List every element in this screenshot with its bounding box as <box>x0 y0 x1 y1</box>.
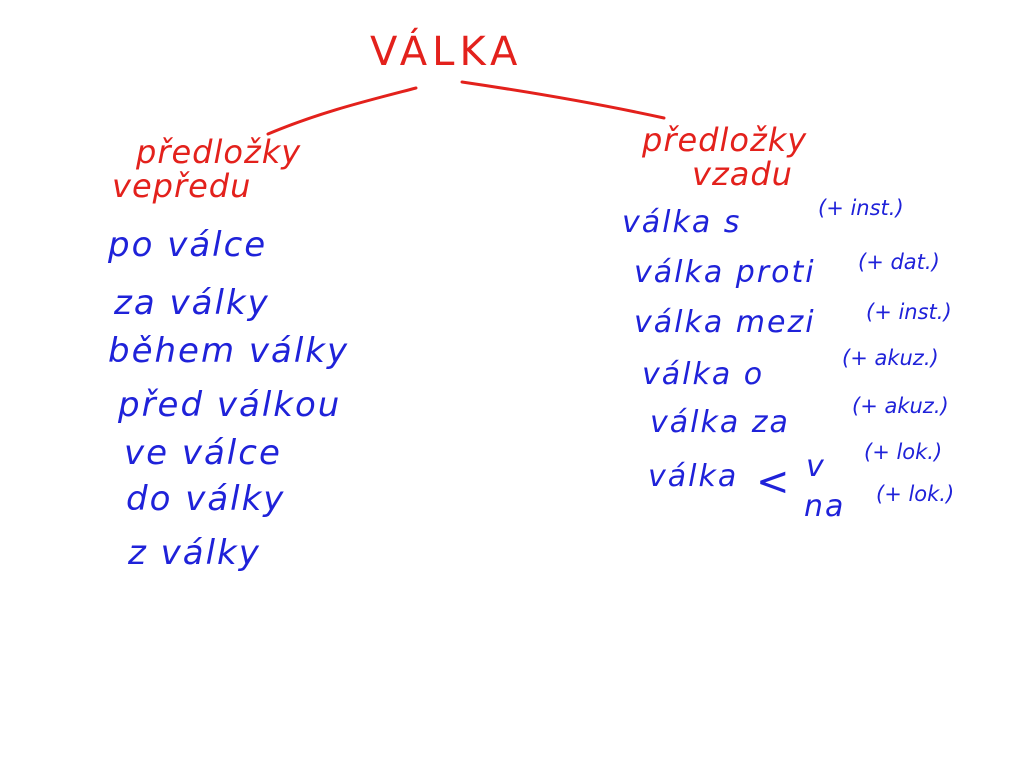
right-item-case: (+ akuz.) <box>842 346 939 370</box>
left-item: ve válce <box>124 433 282 473</box>
right-item-phrase: válka proti <box>634 255 816 290</box>
split-option-case: (+ lok.) <box>864 440 943 464</box>
left-item: po válce <box>108 225 268 265</box>
split-bracket: < <box>756 459 790 505</box>
left-branch-line <box>266 86 418 136</box>
right-branch-label-line1: předložky <box>642 121 808 159</box>
right-item-case: (+ akuz.) <box>852 394 949 418</box>
right-item-case: (+ dat.) <box>858 250 940 274</box>
right-item-phrase: válka za <box>650 405 790 440</box>
right-item-phrase: válka mezi <box>634 305 816 340</box>
left-item: z války <box>128 533 261 573</box>
split-option-prep: na <box>804 489 846 524</box>
left-item: za války <box>114 283 270 323</box>
left-item: před válkou <box>118 385 342 425</box>
split-option-prep: v <box>806 449 826 484</box>
main-title: VÁLKA <box>370 29 523 75</box>
right-item-case: (+ inst.) <box>866 300 952 324</box>
left-branch-label-line1: předložky <box>136 133 302 171</box>
right-item-phrase: válka o <box>642 357 765 392</box>
right-item-phrase: válka s <box>622 205 742 240</box>
left-branch-label-line2: vepředu <box>112 167 252 205</box>
right-branch-line <box>460 80 666 120</box>
split-item-phrase: válka <box>648 459 739 494</box>
left-item: do války <box>126 479 286 519</box>
split-option-case: (+ lok.) <box>876 482 955 506</box>
right-branch-label-line2: vzadu <box>692 155 793 193</box>
right-item-case: (+ inst.) <box>818 196 904 220</box>
left-item: během války <box>108 331 350 371</box>
